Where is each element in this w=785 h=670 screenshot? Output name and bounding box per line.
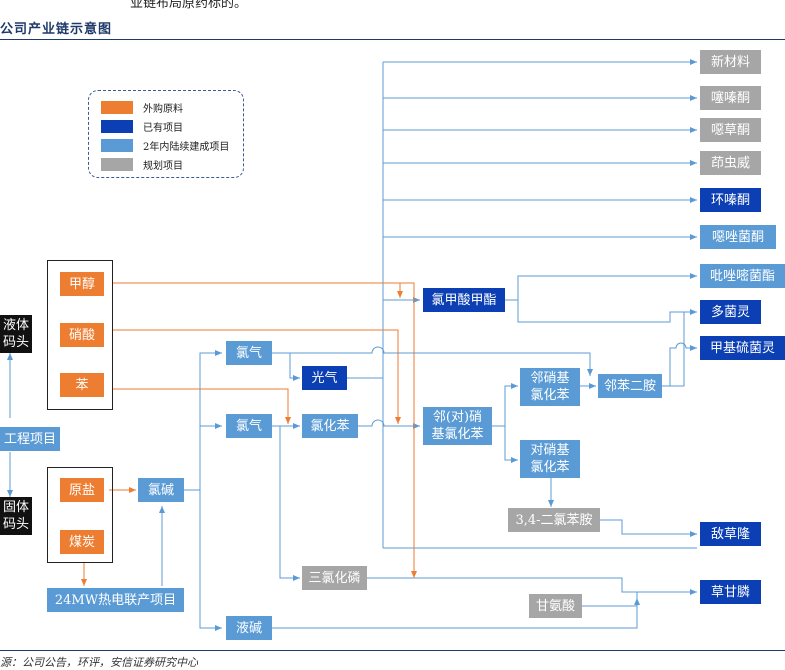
node-pyraclostrobin: 吡唑嘧菌酯: [700, 264, 785, 288]
node-liquid-alkali: 液碱: [226, 616, 272, 640]
title-rule: [0, 39, 785, 40]
node-crude-salt: 原盐: [60, 478, 104, 502]
legend-item-purchased: 外购原料: [101, 100, 183, 115]
node-carbendazim: 多菌灵: [700, 300, 761, 324]
node-methyl-chloroformate: 氯甲酸甲酯: [423, 288, 505, 312]
node-o-phenylenediamine: 邻苯二胺: [598, 374, 662, 398]
node-chlor-alkali: 氯碱: [138, 478, 184, 502]
node-indoxacarb: 茚虫威: [700, 151, 761, 175]
raw-group-lower: [47, 467, 113, 563]
node-cyclothiazone: 环嗪酮: [700, 188, 761, 212]
legend-label: 外购原料: [143, 104, 183, 115]
node-diuron: 敌草隆: [700, 522, 761, 546]
node-chlorine-2: 氯气: [226, 414, 272, 438]
node-dichloroaniline: 3,4-二氯苯胺: [508, 508, 600, 532]
legend-item-two-years: 2年内陆续建成项目: [101, 138, 229, 153]
node-nitrochlorobenzene: 邻(对)硝 基氯化苯: [423, 407, 492, 445]
top-text: 业链布局原药标的。: [130, 0, 248, 11]
node-glyphosate: 草甘膦: [700, 580, 761, 604]
legend-swatch: [101, 101, 133, 114]
node-phosgene: 光气: [302, 366, 347, 390]
node-engineering: 工程项目: [0, 427, 60, 451]
source-note: 源：公司公告，环评，安信证券研究中心: [0, 656, 198, 669]
node-oxadiazon: 噁草酮: [700, 118, 761, 142]
legend: 外购原料 已有项目 2年内陆续建成项目 规划项目: [88, 90, 244, 178]
legend-item-existing: 已有项目: [101, 119, 183, 134]
legend-label: 已有项目: [143, 123, 183, 134]
node-nitric-acid: 硝酸: [60, 323, 104, 347]
node-new-material: 新材料: [700, 50, 761, 74]
node-coal: 煤炭: [60, 530, 104, 554]
figure-title: 公司产业链示意图: [0, 22, 113, 37]
node-chlorobenzene: 氯化苯: [302, 414, 358, 438]
legend-label: 规划项目: [143, 161, 183, 172]
node-p-nitrochlorobenzene: 对硝基 氯化苯: [520, 440, 580, 478]
node-glycine: 甘氨酸: [529, 594, 582, 618]
legend-item-planned: 规划项目: [101, 157, 183, 172]
node-methanol: 甲醇: [60, 272, 104, 296]
footer-rule: [0, 650, 785, 651]
node-pcl3: 三氯化磷: [302, 566, 367, 590]
legend-swatch: [101, 139, 133, 152]
node-thiophanate-methyl: 甲基硫菌灵: [700, 336, 785, 360]
node-benzene: 苯: [60, 373, 104, 397]
raw-group-upper: [47, 260, 113, 410]
node-thiadiazolone: 噻嗪酮: [700, 86, 761, 110]
node-o-nitrochlorobenzene: 邻硝基 氯化苯: [520, 368, 580, 406]
legend-swatch: [101, 120, 133, 133]
legend-label: 2年内陆续建成项目: [143, 142, 230, 153]
node-cogen: 24MW热电联产项目: [47, 588, 184, 612]
node-solid-terminal: 固体 码头: [0, 497, 32, 535]
node-chlorine-1: 氯气: [226, 341, 272, 365]
legend-swatch: [101, 158, 133, 171]
node-liquid-terminal: 液体 码头: [0, 315, 32, 353]
node-oxazolone: 噁唑菌酮: [700, 225, 776, 249]
